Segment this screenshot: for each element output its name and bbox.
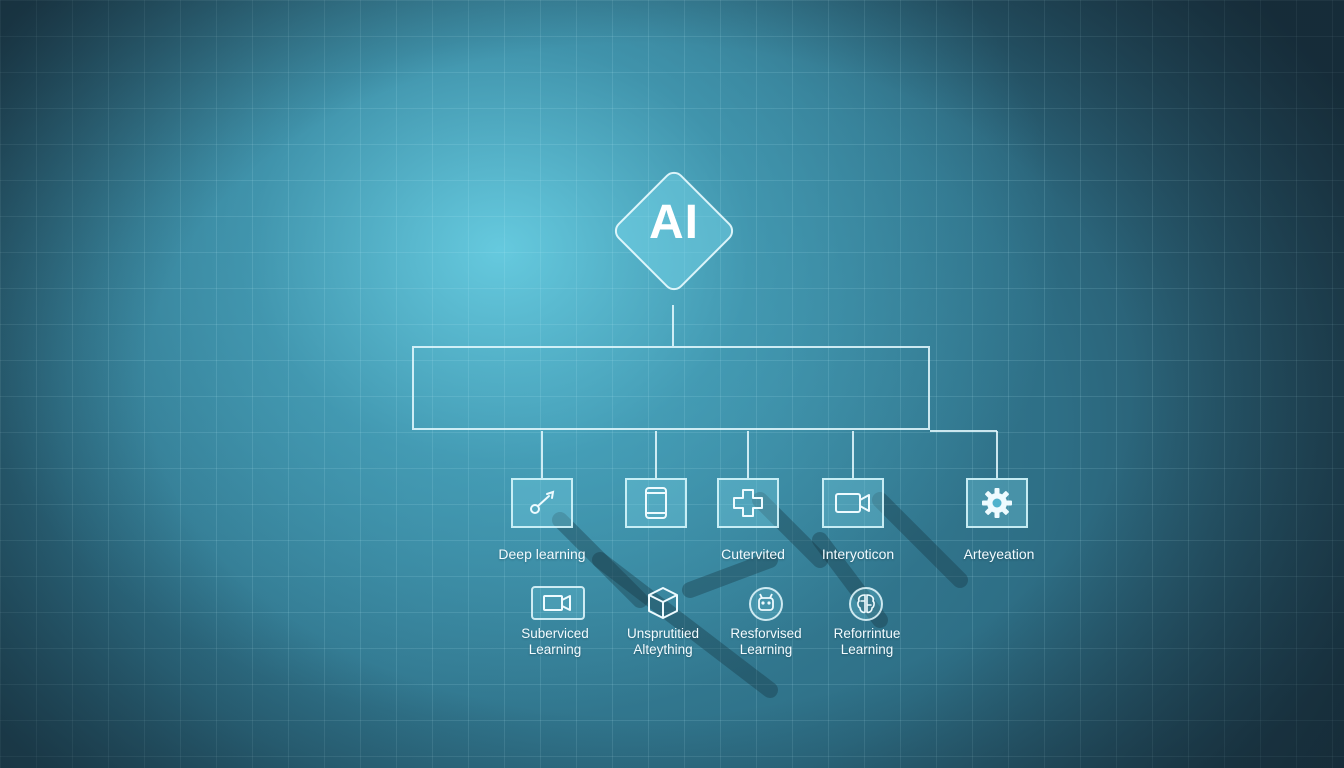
label-cutervited: Cutervited	[721, 546, 785, 562]
tablet-icon	[645, 487, 667, 519]
label-reforrintue-learning: Reforrintue Learning	[812, 626, 922, 658]
node-arteyeation[interactable]	[966, 478, 1028, 528]
label-line1: Unsprutitied	[626, 626, 700, 641]
label-line2: Alteything	[633, 642, 693, 657]
cube-icon	[648, 587, 678, 619]
label-supervised-learning: Suberviced Learning	[500, 626, 610, 658]
label-line2: Learning	[840, 642, 894, 657]
label-line1: Reforrintue	[833, 626, 901, 641]
label-interyoticon: Interyoticon	[821, 546, 895, 562]
node-supervised-learning[interactable]	[531, 586, 585, 620]
node-unsupervised[interactable]	[645, 585, 681, 621]
node-resforvised-learning[interactable]	[748, 586, 784, 622]
root-node-label: AI	[649, 196, 699, 249]
video-camera-icon	[531, 586, 585, 620]
puzzle-icon	[733, 489, 763, 517]
node-deep-learning[interactable]	[511, 478, 573, 528]
label-line2: Learning	[528, 642, 582, 657]
robot-icon	[749, 587, 783, 621]
wrench-icon	[530, 490, 555, 514]
label-line1: Suberviced	[521, 626, 589, 641]
label-arteyeation: Arteyeation	[963, 546, 1035, 562]
label-unsupervised: Unsprutitied Alteything	[608, 626, 718, 658]
node-reforrintue-learning[interactable]	[848, 586, 884, 622]
root-node-diamond	[614, 171, 734, 291]
node-tablet[interactable]	[625, 478, 687, 528]
node-cutervited[interactable]	[717, 478, 779, 528]
label-deep-learning: Deep learning	[498, 546, 586, 562]
label-resforvised-learning: Resforvised Learning	[711, 626, 821, 658]
label-line1: Resforvised	[730, 626, 802, 641]
gear-icon	[982, 488, 1012, 518]
node-interyoticon[interactable]	[822, 478, 884, 528]
brain-icon	[849, 587, 883, 621]
video-camera-icon	[835, 493, 870, 513]
label-line2: Learning	[739, 642, 793, 657]
hub-box	[412, 346, 930, 430]
